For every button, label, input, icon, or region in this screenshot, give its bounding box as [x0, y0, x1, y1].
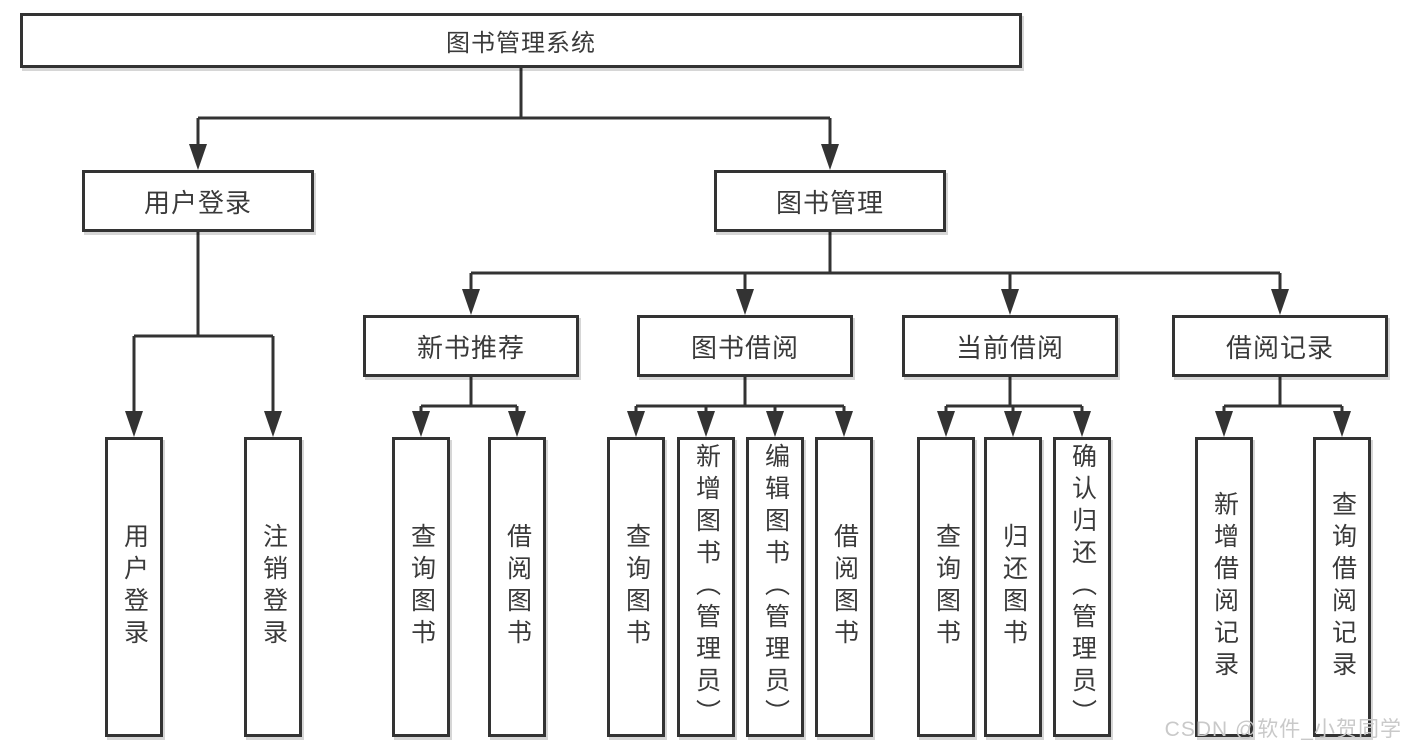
node-label: 图书管理系统	[446, 30, 596, 57]
node-label: 用户登录	[143, 187, 252, 218]
node-label: 图书管理	[775, 187, 884, 218]
arrowheads	[125, 144, 1351, 437]
node-label: 借阅记录	[1225, 332, 1334, 363]
leaf-add-borrow-record: 新增借阅记录	[1195, 437, 1253, 737]
node-current-borrow: 当前借阅	[902, 315, 1118, 377]
node-borrow-records: 借阅记录	[1172, 315, 1388, 377]
node-label: 查询图书	[932, 523, 961, 651]
leaf-borrow-books-recommend: 借阅图书	[488, 437, 546, 737]
node-label: 用户登录	[120, 523, 149, 651]
leaf-confirm-return-admin: 确认归还（管理员）	[1053, 437, 1111, 737]
node-label: 新书推荐	[416, 332, 525, 363]
node-label: 当前借阅	[955, 332, 1064, 363]
node-book-management: 图书管理	[714, 170, 946, 232]
leaf-user-login: 用户登录	[105, 437, 163, 737]
leaf-query-borrow-record: 查询借阅记录	[1313, 437, 1371, 737]
node-book-borrow: 图书借阅	[637, 315, 853, 377]
node-label: 查询借阅记录	[1328, 491, 1357, 683]
leaf-return-books: 归还图书	[984, 437, 1042, 737]
node-new-book-recommend: 新书推荐	[363, 315, 579, 377]
node-label: 查询图书	[407, 523, 436, 651]
leaf-query-books-current: 查询图书	[917, 437, 975, 737]
leaf-query-books-borrow: 查询图书	[607, 437, 665, 737]
node-label: 借阅图书	[830, 523, 859, 651]
node-user-login: 用户登录	[82, 170, 314, 232]
leaf-borrow-books: 借阅图书	[815, 437, 873, 737]
leaf-edit-books-admin: 编辑图书（管理员）	[746, 437, 804, 737]
node-label: 新增图书（管理员）	[692, 443, 721, 731]
leaf-add-books-admin: 新增图书（管理员）	[677, 437, 735, 737]
node-label: 归还图书	[999, 523, 1028, 651]
node-label: 确认归还（管理员）	[1068, 443, 1097, 731]
node-label: 查询图书	[622, 523, 651, 651]
node-label: 图书借阅	[690, 332, 799, 363]
leaf-query-books-recommend: 查询图书	[392, 437, 450, 737]
node-root: 图书管理系统	[20, 13, 1022, 68]
csdn-watermark: CSDN @软件_小贺同学	[1164, 718, 1402, 741]
node-label: 编辑图书（管理员）	[761, 443, 790, 731]
leaf-logout: 注销登录	[244, 437, 302, 737]
node-label: 借阅图书	[503, 523, 532, 651]
node-label: 注销登录	[259, 523, 288, 651]
node-label: 新增借阅记录	[1210, 491, 1239, 683]
